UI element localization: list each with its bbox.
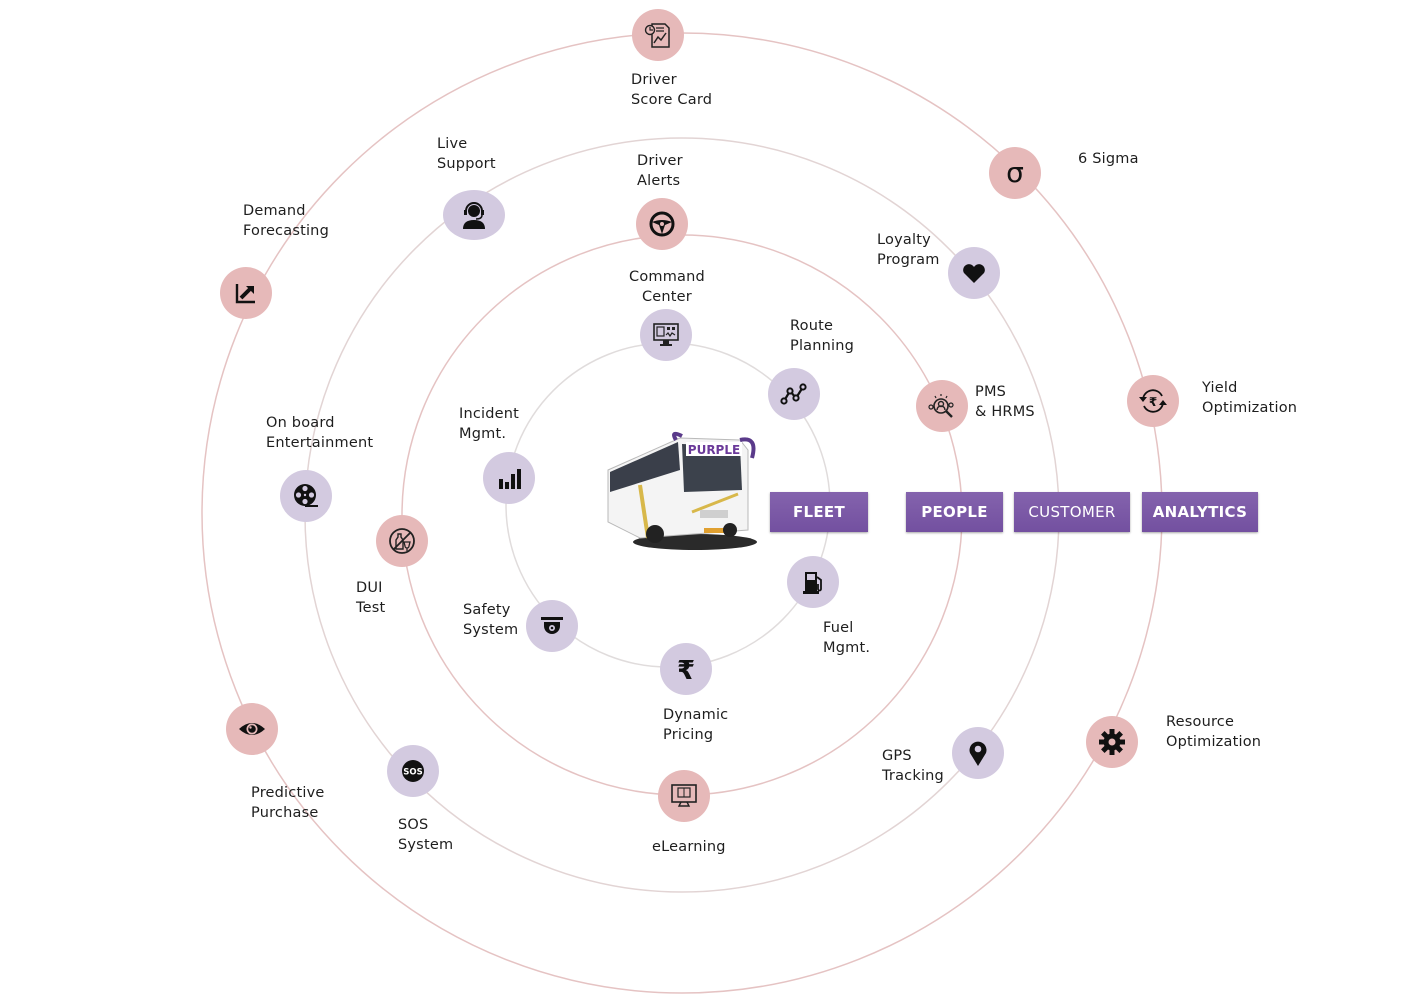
pms-hrms-label: PMS & HRMS xyxy=(975,384,1035,420)
loyalty-program-node[interactable] xyxy=(948,247,1000,299)
fuel-mgmt-node[interactable] xyxy=(787,556,839,608)
demand-forecasting-node[interactable] xyxy=(220,267,272,319)
elearning-label: eLearning xyxy=(652,839,726,855)
rupee-cycle-icon: ₹ xyxy=(1139,389,1167,413)
svg-text:₹: ₹ xyxy=(677,656,695,684)
six-sigma-label: 6 Sigma xyxy=(1078,151,1139,167)
predictive-purchase-node[interactable] xyxy=(226,703,278,755)
trend-up-icon xyxy=(235,284,255,304)
bar-chart-icon xyxy=(499,469,521,489)
predictive-purchase-label: Predictive Purchase xyxy=(251,785,325,821)
sos-text: SOS xyxy=(403,768,422,778)
loyalty-program-label: Loyalty Program xyxy=(877,232,940,268)
incident-mgmt-node[interactable] xyxy=(483,452,535,504)
route-icon xyxy=(780,383,807,405)
sos-system-label: SOS System xyxy=(398,817,454,853)
category-people[interactable]: PEOPLE xyxy=(906,492,1003,532)
bus-image: PURPLE xyxy=(607,431,757,550)
dynamic-pricing-node[interactable]: ₹ xyxy=(660,643,712,695)
route-planning-node[interactable] xyxy=(768,368,820,420)
category-fleet[interactable]: FLEET xyxy=(770,492,868,532)
dynamic-pricing-label: Dynamic Pricing xyxy=(663,707,729,743)
heart-icon xyxy=(963,264,985,283)
safety-system-label: Safety System xyxy=(463,602,519,638)
sigma-glyph: σ xyxy=(1006,158,1024,188)
gps-tracking-label: GPS Tracking xyxy=(882,748,944,784)
monitor-dashboard-icon xyxy=(653,323,679,346)
driver-alerts-node[interactable] xyxy=(636,198,688,250)
no-alcohol-icon xyxy=(389,528,415,554)
driver-score-card-node[interactable] xyxy=(632,9,684,61)
yield-optimization-node[interactable]: ₹ xyxy=(1127,375,1179,427)
report-chart-icon xyxy=(644,23,670,48)
sos-system-node[interactable]: SOS xyxy=(387,745,439,797)
category-analytics[interactable]: ANALYTICS xyxy=(1142,492,1258,532)
six-sigma-node[interactable]: σ xyxy=(989,147,1041,199)
onboard-entertainment-node[interactable] xyxy=(280,470,332,522)
gear-icon xyxy=(1099,729,1125,755)
fuel-mgmt-label: Fuel Mgmt. xyxy=(823,620,871,656)
sigma-icon: σ xyxy=(1006,158,1024,188)
film-reel-icon xyxy=(294,484,318,507)
eye-icon xyxy=(239,723,265,735)
sos-icon: SOS xyxy=(402,760,424,782)
yield-optimization-label: Yield Optimization xyxy=(1202,380,1298,416)
elearning-node[interactable] xyxy=(658,770,710,822)
command-center-label: Command Center xyxy=(629,269,705,305)
driver-score-card-label: Driver Score Card xyxy=(631,72,713,108)
driver-alerts-label: Driver Alerts xyxy=(637,153,683,189)
map-pin-icon xyxy=(969,741,987,766)
pms-hrms-node[interactable] xyxy=(916,380,968,432)
rupee-icon: ₹ xyxy=(677,656,695,684)
live-support-label: Live Support xyxy=(437,136,496,172)
category-customer[interactable]: CUSTOMER xyxy=(1014,492,1130,532)
steering-wheel-icon xyxy=(649,211,675,237)
elearning-monitor-icon xyxy=(671,784,697,807)
demand-forecasting-label: Demand Forecasting xyxy=(243,203,329,239)
talent-search-icon xyxy=(928,394,954,418)
cctv-camera-icon xyxy=(541,617,563,634)
onboard-entertainment-label: On board Entertainment xyxy=(266,415,374,451)
gps-tracking-node[interactable] xyxy=(952,727,1004,779)
resource-optimization-label: Resource Optimization xyxy=(1166,714,1262,750)
incident-mgmt-label: Incident Mgmt. xyxy=(459,406,520,442)
svg-text:₹: ₹ xyxy=(1149,395,1157,409)
dui-test-label: DUI Test xyxy=(356,580,386,616)
bus-sign: PURPLE xyxy=(688,443,740,457)
dui-test-node[interactable] xyxy=(376,515,428,567)
route-planning-label: Route Planning xyxy=(790,318,855,354)
safety-system-node[interactable] xyxy=(526,600,578,652)
resource-optimization-node[interactable] xyxy=(1086,716,1138,768)
live-support-node[interactable] xyxy=(443,190,505,240)
fuel-pump-icon xyxy=(803,572,822,594)
command-center-node[interactable] xyxy=(640,309,692,361)
headset-agent-icon xyxy=(463,202,485,229)
